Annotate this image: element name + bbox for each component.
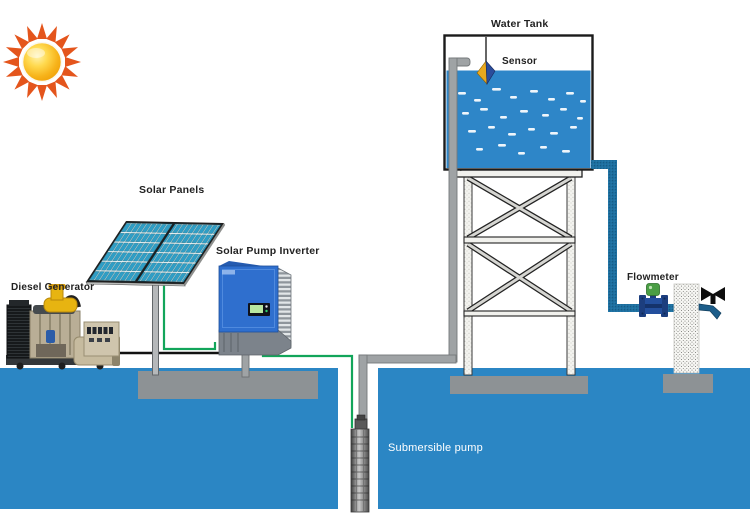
concrete-pad-tank [450, 376, 588, 394]
diesel-generator [6, 284, 120, 370]
concrete-pad-pillar [663, 374, 713, 393]
sensor-label: Sensor [502, 56, 538, 67]
submersible-pump-label: Submersible pump [388, 442, 483, 454]
sun-icon [3, 23, 81, 101]
sensor-float-icon [476, 60, 496, 85]
concrete-pad-left [138, 371, 318, 399]
solar-pump-inverter-label: Solar Pump Inverter [216, 245, 320, 257]
pump-ribs [351, 436, 369, 501]
delivery-pipe [591, 160, 676, 312]
flowmeter-device [639, 283, 668, 317]
green-cable-panels-to-inverter [162, 283, 217, 351]
solar-panels-label: Solar Panels [139, 184, 205, 196]
solar-panel-array [85, 221, 226, 287]
tank-stand [455, 161, 583, 376]
solar-pump-inverter [218, 261, 292, 378]
inverter-display [248, 303, 270, 316]
diesel-generator-label: Diesel Generator [11, 282, 95, 293]
water-tap-icon [698, 287, 725, 320]
flowmeter-label: Flowmeter [627, 272, 679, 283]
stand-x-braces [466, 175, 573, 314]
water-tank-label: Water Tank [491, 18, 549, 30]
well-pipe-gray [358, 57, 471, 430]
water-wave-marks [458, 88, 586, 155]
panel-pole [152, 281, 159, 376]
water-tank [443, 34, 594, 171]
submersible-pump [350, 414, 370, 513]
standpipe-pillar [673, 283, 700, 374]
